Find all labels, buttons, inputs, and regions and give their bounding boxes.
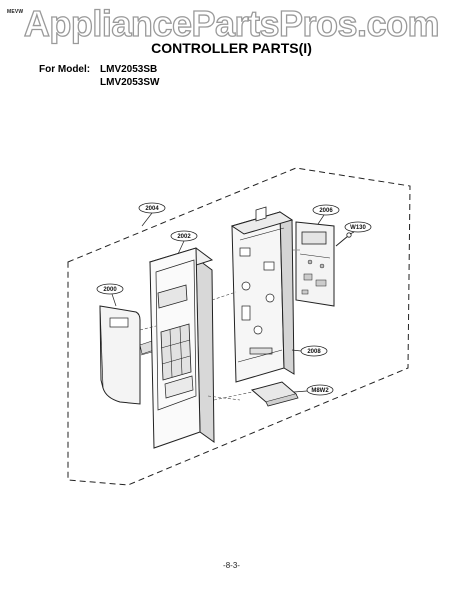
- callout-m8w2-label: M8W2: [311, 388, 329, 394]
- model-label: For Model:: [39, 64, 91, 75]
- part-2000-control-overlay: [99, 305, 155, 405]
- part-m8w2-film: [250, 381, 299, 407]
- callout-2004: 2004: [138, 202, 166, 227]
- callout-2006-label: 2006: [319, 208, 333, 214]
- callout-w130: W130: [344, 221, 372, 235]
- part-2006-pcb: [295, 221, 335, 307]
- part-2008-bracket: [230, 206, 295, 383]
- callout-2000: 2000: [96, 283, 124, 307]
- callout-2008-label: 2008: [307, 349, 321, 355]
- part-2002-control-panel-frame: [148, 247, 215, 449]
- model-number-2: LMV2053SW: [100, 77, 160, 88]
- callout-2008: 2008: [291, 345, 328, 357]
- callout-2000-label: 2000: [103, 287, 117, 293]
- callout-2002-label: 2002: [177, 234, 191, 240]
- assembly-guide-lines: [139, 249, 300, 401]
- page-title: CONTROLLER PARTS(I): [151, 40, 312, 56]
- callout-2004-label: 2004: [145, 206, 159, 212]
- corner-tag: MEVW: [7, 9, 24, 15]
- callout-2006: 2006: [312, 204, 340, 225]
- callout-m8w2: M8W2: [293, 384, 334, 396]
- page-number: -8-3-: [223, 561, 240, 570]
- assembly-boundary: [67, 167, 411, 486]
- watermark-logo: AppliancePartsPros.com: [23, 3, 440, 44]
- model-number-1: LMV2053SB: [100, 64, 158, 75]
- part-w130-screw: [335, 232, 352, 247]
- callout-w130-label: W130: [350, 225, 366, 231]
- callout-2002: 2002: [170, 230, 198, 255]
